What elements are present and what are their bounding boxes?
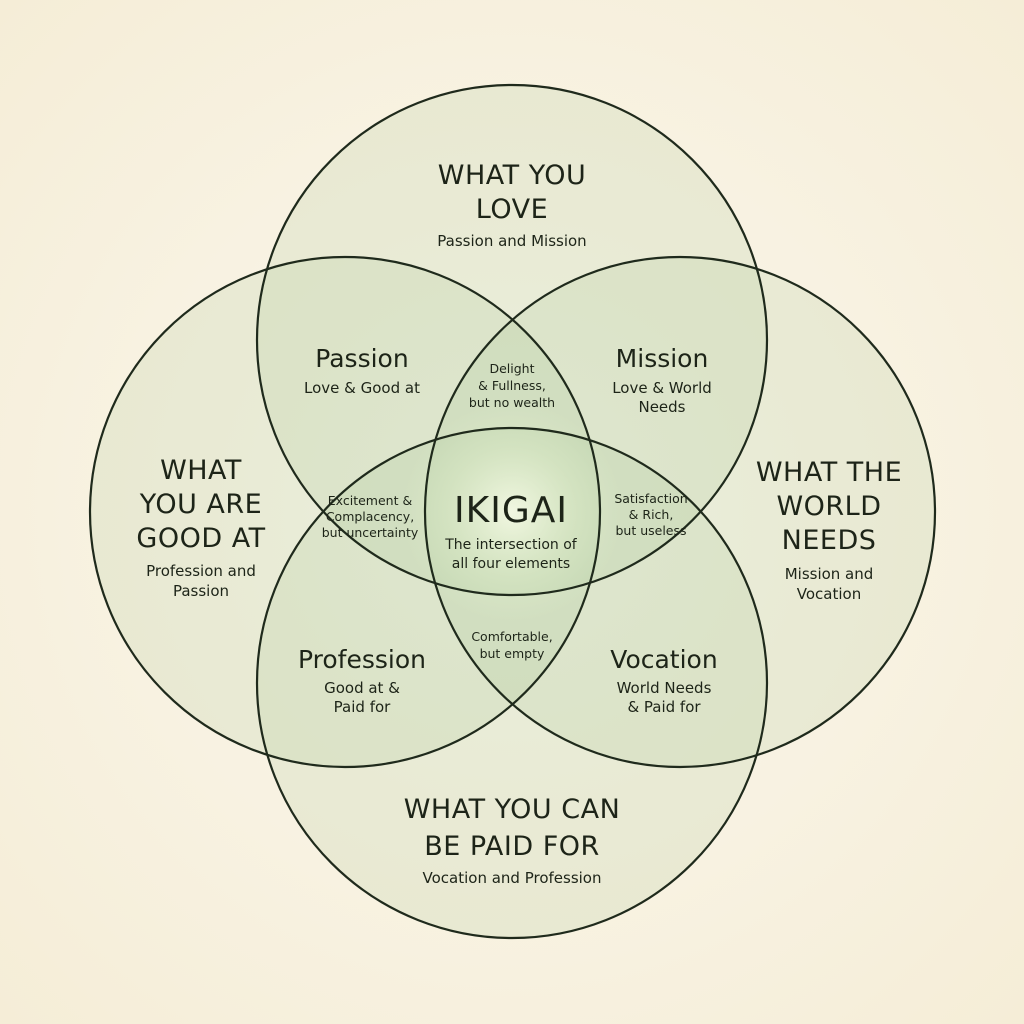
circle-fills (90, 85, 935, 938)
circle-world-needs (423, 255, 937, 769)
title-line: WHAT YOU (438, 160, 586, 191)
overlap-line: Excitement & (328, 493, 413, 508)
circle-love-fill (257, 85, 767, 595)
label-comfortable: Comfortable, but empty (471, 629, 552, 661)
title-line: GOOD AT (136, 523, 265, 554)
overlap-line: Needs (638, 398, 685, 416)
overlap-title: Passion (315, 344, 408, 373)
circle-outlines (88, 83, 937, 940)
title-line: WHAT THE (756, 457, 902, 488)
label-ikigai: IKIGAI The intersection of all four elem… (444, 490, 578, 572)
label-vocation: Vocation World Needs & Paid for (610, 645, 717, 716)
label-satisfaction: Satisfaction & Rich, but useless (614, 491, 687, 538)
label-paid-for: WHAT YOU CAN BE PAID FOR Vocation and Pr… (404, 794, 621, 887)
circle-love (255, 83, 769, 597)
center-line: all four elements (452, 556, 570, 572)
title-line: WORLD (776, 491, 881, 522)
circle-good-at (88, 255, 602, 769)
title-line: YOU ARE (139, 489, 262, 520)
subtitle-line: Passion and Mission (437, 232, 586, 250)
overlap-line: Love & Good at (304, 379, 420, 397)
title-line: WHAT (160, 455, 242, 486)
overlap-title: Profession (298, 645, 426, 674)
label-world-needs: WHAT THE WORLD NEEDS Mission and Vocatio… (756, 457, 902, 603)
subtitle-line: Profession and (146, 562, 256, 580)
label-profession: Profession Good at & Paid for (298, 645, 426, 716)
title-line: LOVE (476, 194, 548, 225)
subtitle-line: Mission and (785, 565, 874, 583)
label-love: WHAT YOU LOVE Passion and Mission (437, 160, 586, 250)
label-passion: Passion Love & Good at (304, 344, 420, 397)
label-delight: Delight & Fullness, but no wealth (469, 361, 555, 410)
center-glow (402, 402, 622, 622)
overlap-line: Complacency, (326, 509, 414, 524)
overlap-title: Vocation (610, 645, 717, 674)
ikigai-title: IKIGAI (454, 490, 568, 531)
overlap-line: & Fullness, (478, 378, 546, 393)
title-line: NEEDS (782, 525, 877, 556)
overlap-line: Satisfaction (614, 491, 687, 506)
circle-world-needs-fill (425, 257, 935, 767)
label-excitement: Excitement & Complacency, but uncertaint… (322, 493, 419, 540)
overlap-line: Delight (489, 361, 534, 376)
overlap-line: Comfortable, (471, 629, 552, 644)
overlap-line: but empty (480, 646, 545, 661)
overlap-line: Good at & (324, 679, 400, 697)
overlap-title: Mission (616, 344, 709, 373)
title-line: WHAT YOU CAN (404, 794, 621, 825)
overlap-line: but uncertainty (322, 525, 419, 540)
label-mission: Mission Love & World Needs (612, 344, 712, 416)
title-line: BE PAID FOR (424, 831, 600, 862)
center-line: The intersection of (444, 537, 578, 553)
overlap-line: but useless (615, 523, 686, 538)
circle-good-at-fill (90, 257, 600, 767)
label-good-at: WHAT YOU ARE GOOD AT Profession and Pass… (136, 455, 265, 600)
circle-paid-for (255, 426, 769, 940)
overlap-line: Love & World (612, 379, 712, 397)
overlap-line: Paid for (334, 698, 391, 716)
overlap-line: but no wealth (469, 395, 555, 410)
subtitle-line: Vocation (797, 585, 861, 603)
overlap-line: World Needs (617, 679, 712, 697)
overlap-line: & Rich, (629, 507, 674, 522)
overlap-line: & Paid for (627, 698, 701, 716)
circle-paid-for-fill (257, 428, 767, 938)
subtitle-line: Vocation and Profession (423, 869, 602, 887)
subtitle-line: Passion (173, 582, 229, 600)
